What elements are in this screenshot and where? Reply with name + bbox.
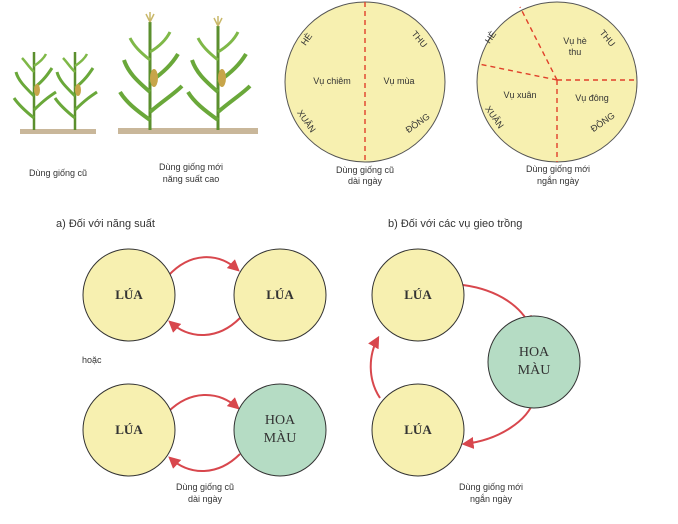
lua-node xyxy=(371,248,465,342)
pie-short-caption-line2: ngắn ngày xyxy=(536,176,580,186)
old-variety-caption: Dùng giống cũ xyxy=(28,168,88,178)
crop-label-vu-xuan: Vụ xuân xyxy=(503,90,537,100)
new-variety-plants xyxy=(118,12,258,134)
hoa-mau-node xyxy=(233,383,327,477)
left-cycle-caption-line2: dài ngày xyxy=(187,494,223,504)
crop-label-vu-chiem: Vụ chiêm xyxy=(313,76,351,86)
hoa-mau-label-line2: MÀU xyxy=(263,431,297,446)
lua-node xyxy=(233,248,327,342)
crop-label-vu-he-thu-line1: Vụ hè xyxy=(563,36,587,46)
section-a-caption: a) Đối với năng suất xyxy=(56,218,155,230)
lua-node xyxy=(82,383,176,477)
hoa-mau-label-line1: HOA xyxy=(264,413,296,428)
lua-label: LÚA xyxy=(115,287,143,302)
new-variety-caption-line2: năng suất cao xyxy=(162,174,220,184)
pie-long-day xyxy=(284,1,446,163)
hoa-mau-label-line1: HOA xyxy=(518,345,550,360)
pie-long-caption-line2: dài ngày xyxy=(347,176,383,186)
new-variety-caption-line1: Dùng giống mới xyxy=(159,162,223,172)
corn-plant-icon xyxy=(118,12,184,130)
pie-long-caption-line1: Dùng giống cũ xyxy=(335,165,395,175)
cycle-arrow xyxy=(368,335,381,399)
cycle-arrow xyxy=(167,256,240,277)
cycle-arrow xyxy=(168,317,241,336)
pie-short-day xyxy=(476,1,638,163)
corn-plant-icon xyxy=(186,16,252,130)
lua-node xyxy=(371,383,465,477)
crop-label-vu-mua: Vụ mùa xyxy=(383,76,415,86)
lua-label: LÚA xyxy=(404,422,432,437)
corn-plant-icon xyxy=(53,52,98,130)
season-divider xyxy=(478,63,558,81)
right-cycle-caption-line2: ngắn ngày xyxy=(469,494,513,504)
lua-label: LÚA xyxy=(404,287,432,302)
lua-label: LÚA xyxy=(115,422,143,437)
season-divider xyxy=(519,6,558,81)
hoa-mau-label-line2: MÀU xyxy=(517,363,551,378)
cycle-lua-hoamau xyxy=(82,383,327,477)
lua-label: LÚA xyxy=(266,287,294,302)
cycle-arrow xyxy=(167,394,240,413)
or-label: hoặc xyxy=(82,355,102,365)
lua-node xyxy=(82,248,176,342)
cycle-arrow xyxy=(168,453,241,472)
crop-label-vu-dong: Vụ đông xyxy=(575,93,609,103)
cycle-three-crops xyxy=(368,248,581,477)
corn-plant-icon xyxy=(12,52,57,130)
left-cycle-caption-line1: Dùng giống cũ xyxy=(175,482,235,492)
old-variety-plants xyxy=(12,52,98,134)
soil-strip xyxy=(118,128,258,134)
crop-label-vu-he-thu-line2: thu xyxy=(568,47,582,57)
hoa-mau-node xyxy=(487,315,581,409)
cycle-lua-lua xyxy=(82,248,327,342)
right-cycle-caption-line1: Dùng giống mới xyxy=(459,482,523,492)
soil-strip xyxy=(20,129,96,134)
pie-short-caption-line1: Dùng giống mới xyxy=(526,164,590,174)
section-b-caption: b) Đối với các vụ gieo trồng xyxy=(388,218,523,230)
